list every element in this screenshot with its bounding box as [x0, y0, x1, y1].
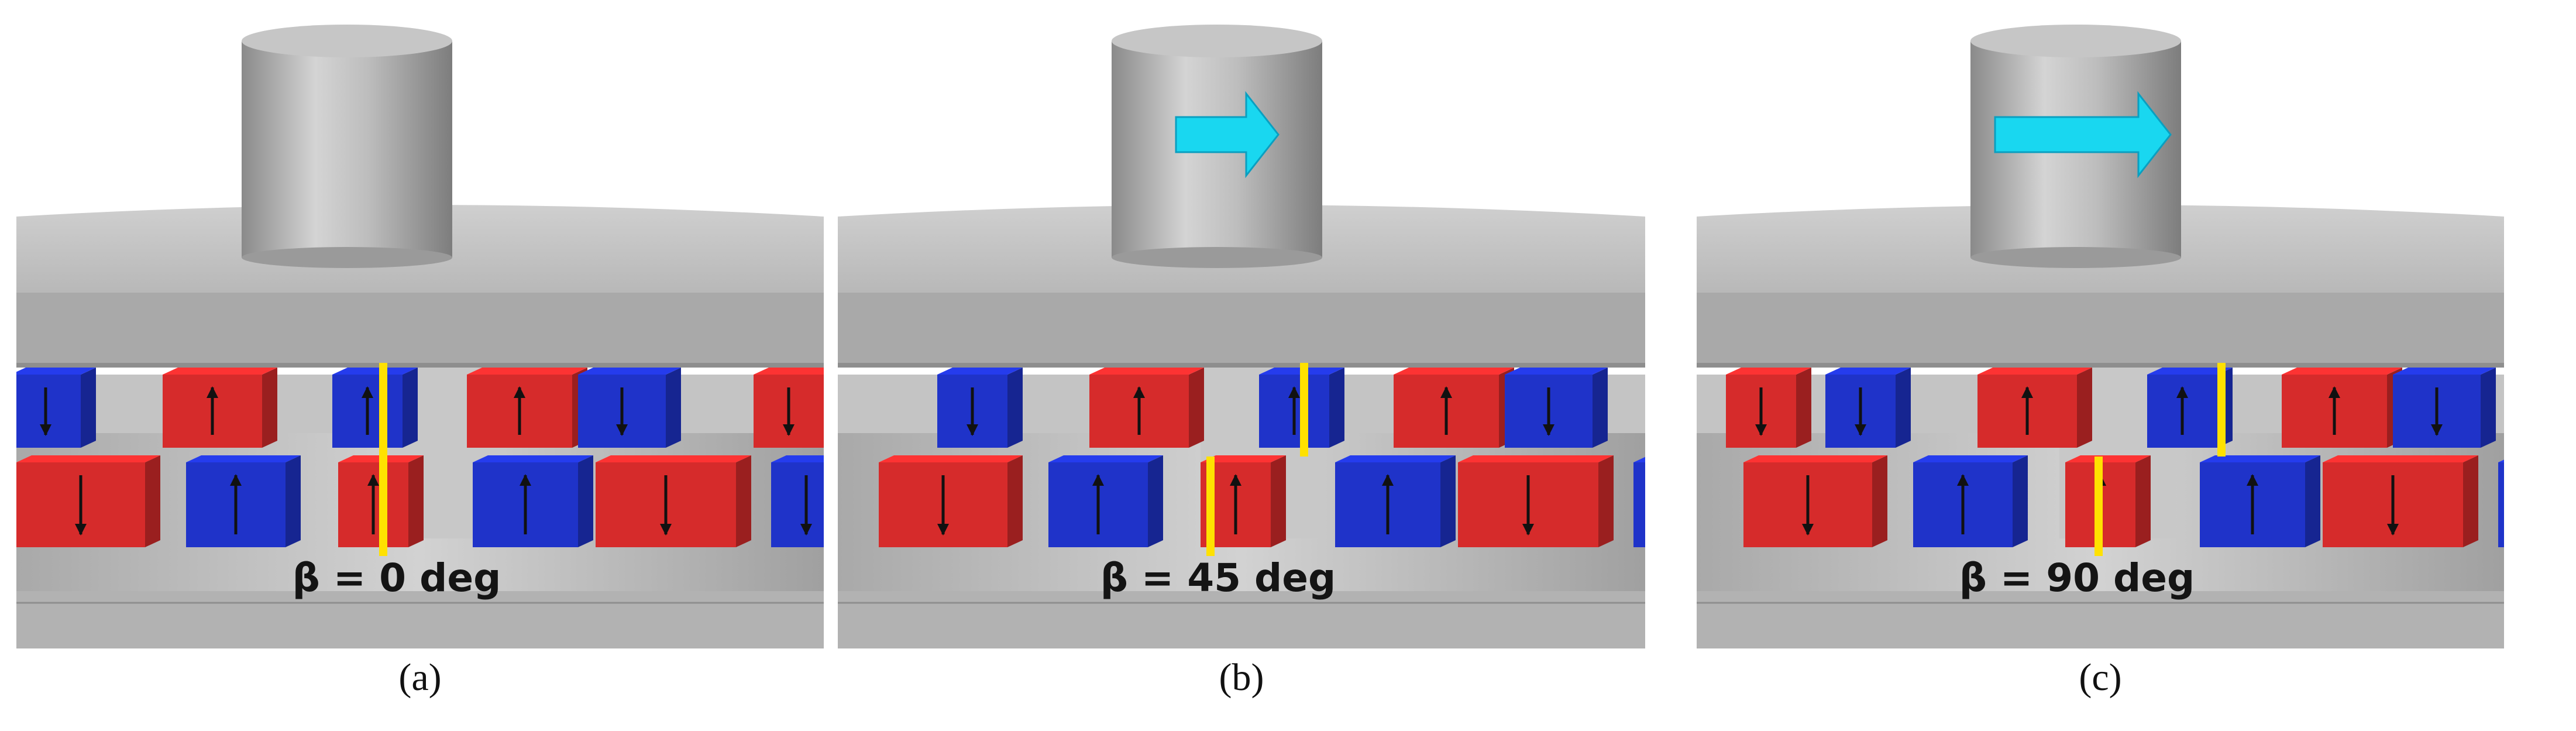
- blue-magnet: [2200, 455, 2320, 547]
- red-magnet: [596, 455, 751, 547]
- blue-magnet: [1335, 455, 1456, 547]
- red-magnet: [338, 455, 424, 547]
- red-magnet: [1458, 455, 1614, 547]
- panel: β = 45 deg (b): [838, 0, 1645, 699]
- arrow-up-down-icon: [1957, 474, 1969, 534]
- red-magnet: [1743, 455, 1887, 547]
- arrow-up-down-icon: [1382, 474, 1394, 534]
- panel-caption: (a): [398, 656, 442, 699]
- arrow-up-down-icon: [2329, 386, 2340, 435]
- beta-label: β = 0 deg: [293, 555, 501, 600]
- blue-magnet: [1048, 455, 1163, 547]
- panel-scene: β = 90 deg: [1697, 0, 2504, 648]
- red-magnet: [467, 368, 587, 448]
- red-magnet: [1394, 368, 1514, 448]
- arrow-right-icon: [1994, 91, 2172, 179]
- panel-scene: β = 0 deg: [16, 0, 824, 648]
- beta-label: β = 90 deg: [1959, 555, 2195, 600]
- arrow-up-down-icon: [207, 386, 218, 435]
- red-magnet: [754, 368, 824, 448]
- arrow-up-down-icon: [2431, 387, 2443, 436]
- blue-magnet: [186, 455, 301, 547]
- lower-marker: [2094, 457, 2103, 556]
- arrow-up-down-icon: [937, 475, 949, 536]
- arrow-up-down-icon: [514, 386, 525, 435]
- red-magnet: [879, 455, 1023, 547]
- arrow-up-down-icon: [2247, 474, 2258, 534]
- arrow-right-icon: [1175, 91, 1280, 179]
- upper-marker: [379, 363, 387, 457]
- red-magnet: [2323, 455, 2478, 547]
- red-magnet: [1977, 368, 2092, 448]
- blue-magnet: [473, 455, 593, 547]
- arrow-up-down-icon: [2021, 386, 2033, 435]
- blue-magnet: [1259, 368, 1344, 448]
- arrow-up-down-icon: [2387, 475, 2399, 536]
- red-magnet: [2065, 455, 2151, 547]
- blue-magnet: [1505, 368, 1608, 448]
- arrow-up-down-icon: [783, 387, 795, 436]
- red-magnet: [1089, 368, 1204, 448]
- upper-marker: [1300, 363, 1308, 457]
- cylinder: [242, 41, 452, 258]
- arrow-up-down-icon: [1133, 386, 1145, 435]
- arrow-up-down-icon: [1543, 387, 1554, 436]
- arrow-up-down-icon: [1440, 386, 1452, 435]
- arrow-up-down-icon: [520, 474, 531, 534]
- lower-marker: [379, 457, 387, 556]
- blue-magnet: [1913, 455, 2028, 547]
- blue-magnet: [771, 455, 824, 547]
- arrow-up-down-icon: [1755, 387, 1767, 436]
- arrow-up-down-icon: [230, 474, 242, 534]
- arrow-up-down-icon: [1230, 474, 1241, 534]
- arrow-up-down-icon: [1092, 474, 1104, 534]
- lower-marker: [1206, 457, 1215, 556]
- blue-magnet: [1825, 368, 1911, 448]
- blue-magnet: [1633, 457, 1645, 547]
- arrow-up-down-icon: [367, 474, 379, 534]
- blue-magnet: [2393, 368, 2496, 448]
- blue-magnet: [2498, 459, 2504, 547]
- panel-caption: (c): [2079, 656, 2122, 699]
- panel: β = 0 deg (a): [16, 0, 824, 699]
- red-magnet: [16, 455, 160, 547]
- blue-magnet: [16, 368, 96, 448]
- arrow-up-down-icon: [660, 475, 672, 536]
- red-magnet: [2282, 368, 2402, 448]
- blue-magnet: [578, 368, 681, 448]
- arrow-up-down-icon: [40, 387, 51, 436]
- arrow-up-down-icon: [800, 475, 812, 536]
- arrow-up-down-icon: [2176, 386, 2188, 435]
- red-magnet: [163, 368, 277, 448]
- panel-scene: β = 45 deg: [838, 0, 1645, 648]
- blue-magnet: [332, 368, 418, 448]
- arrow-up-down-icon: [967, 387, 978, 436]
- panel-caption: (b): [1219, 656, 1264, 699]
- beta-label: β = 45 deg: [1100, 555, 1336, 600]
- arrow-up-down-icon: [1522, 475, 1534, 536]
- arrow-up-down-icon: [1802, 475, 1814, 536]
- arrow-up-down-icon: [75, 475, 87, 536]
- arrow-up-down-icon: [362, 386, 373, 435]
- panel: β = 90 deg (c): [1697, 0, 2504, 699]
- arrow-up-down-icon: [616, 387, 628, 436]
- arrow-up-down-icon: [1855, 387, 1866, 436]
- arrow-up-down-icon: [1288, 386, 1300, 435]
- blue-magnet: [937, 368, 1023, 448]
- upper-marker: [2217, 363, 2226, 457]
- red-magnet: [1726, 368, 1811, 448]
